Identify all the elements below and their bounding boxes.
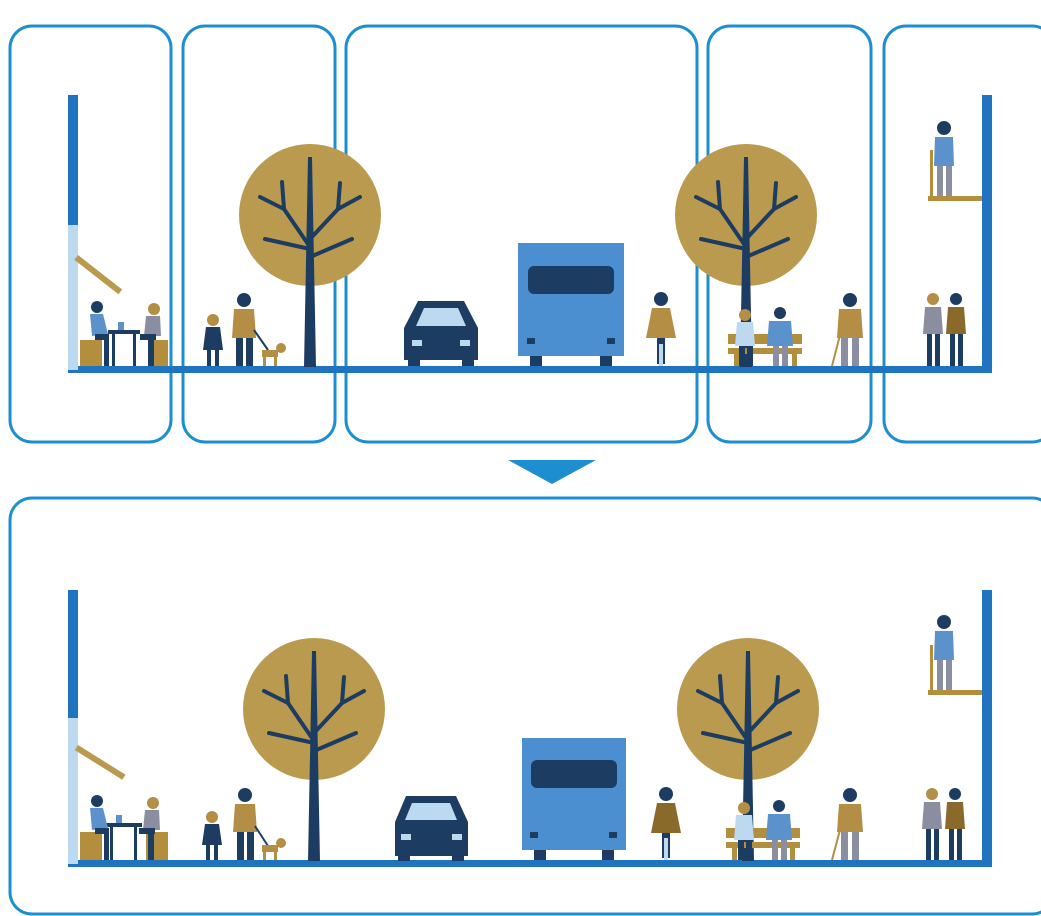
seat-box (80, 832, 102, 860)
cyclist-icon (651, 787, 681, 860)
elderly-person-icon (832, 788, 863, 860)
person-on-balcony-icon (934, 121, 954, 196)
ground-line (68, 366, 992, 373)
panel-frontage-right (884, 26, 1041, 442)
ground-line (68, 860, 992, 867)
person-seated-icon (767, 307, 793, 366)
transition-arrow (508, 460, 596, 484)
bus-icon (518, 243, 624, 366)
building-wall-icon (68, 95, 78, 370)
seat-box (80, 340, 102, 366)
couple-icon (922, 788, 965, 860)
bottom-row (10, 498, 1041, 914)
bus-icon (522, 738, 626, 860)
tree-icon (239, 144, 381, 367)
building-wall-icon (982, 95, 992, 373)
car-icon (404, 301, 478, 366)
panel-roadway (346, 26, 697, 442)
building-wall-icon (982, 590, 992, 867)
building-wall-icon (68, 590, 78, 864)
person-on-balcony-icon (934, 615, 954, 690)
cafe-table-icon (106, 815, 142, 860)
cafe-table-icon (108, 322, 140, 366)
cyclist-icon (646, 292, 676, 366)
person-seated-icon (766, 800, 792, 860)
elderly-person-icon (832, 293, 863, 366)
couple-icon (923, 293, 966, 366)
top-row (10, 26, 1041, 442)
car-icon (395, 796, 468, 861)
panel-frontage-left (10, 26, 171, 442)
awning-icon (75, 745, 126, 780)
awning-icon (74, 255, 122, 294)
child-icon (203, 314, 223, 366)
tree-icon (243, 638, 385, 861)
child-icon (202, 811, 222, 860)
